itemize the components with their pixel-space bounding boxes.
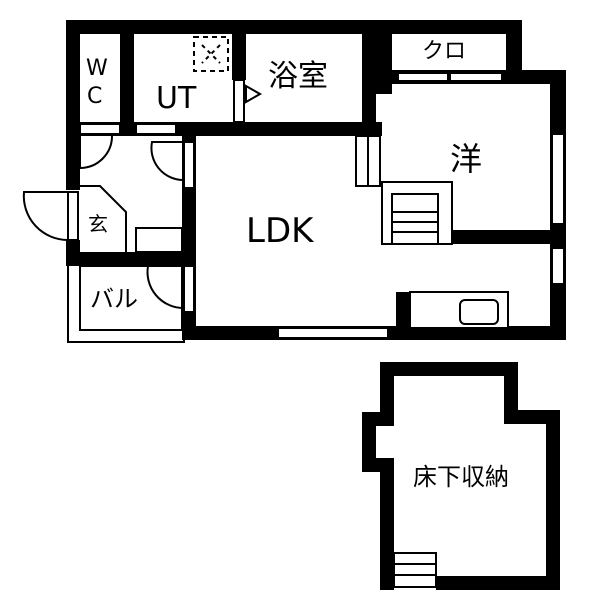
room-label-ldk: LDK xyxy=(246,211,314,251)
room-label-underfloor-storage: 床下収納 xyxy=(413,463,509,491)
room-label-ut: UT xyxy=(156,81,197,116)
room-label-closet: クロ xyxy=(422,39,467,64)
windows xyxy=(67,72,565,339)
room-label-entrance: 玄 xyxy=(88,212,108,236)
fixtures xyxy=(67,36,509,343)
room-label-western: 洋 xyxy=(450,140,483,178)
room-label-wc-c: C xyxy=(87,84,103,109)
room-label-bath: 浴室 xyxy=(268,59,328,94)
room-label-balcony: バル xyxy=(90,285,138,313)
door-swings xyxy=(22,84,263,310)
room-label-wc-w: W xyxy=(86,56,108,81)
underfloor-storage-walls xyxy=(362,362,560,590)
